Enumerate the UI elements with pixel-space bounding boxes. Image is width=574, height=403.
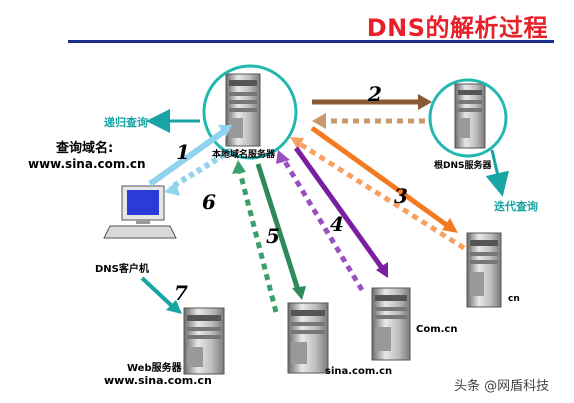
step6-arrowhead bbox=[164, 182, 180, 196]
step7-arrowhead bbox=[166, 300, 182, 314]
comcn-server-icon bbox=[371, 287, 411, 361]
iterative-query-arrow bbox=[485, 149, 510, 197]
step5-return-arrowhead bbox=[232, 160, 246, 174]
root-dns-circle bbox=[428, 78, 508, 158]
sina-server-icon bbox=[287, 302, 329, 374]
step4-arrowhead bbox=[376, 262, 388, 278]
diagram-title: DNS的解析过程 bbox=[366, 14, 548, 42]
web-server-icon bbox=[183, 307, 225, 375]
web-server-label: Web服务器 bbox=[127, 363, 182, 374]
step5-arrow bbox=[255, 163, 301, 291]
step-3-number: 3 bbox=[394, 184, 408, 208]
step1-arrowhead bbox=[218, 125, 232, 137]
dns-client-computer-icon bbox=[103, 185, 177, 239]
step5-return-arrow bbox=[237, 171, 279, 313]
step4-return-arrowhead bbox=[276, 150, 290, 164]
cn-server-icon bbox=[466, 232, 502, 308]
step-5-number: 5 bbox=[266, 224, 280, 248]
query-domain-label: 查询域名: bbox=[56, 141, 114, 156]
step2-arrowhead bbox=[418, 94, 432, 110]
step7-arrow bbox=[140, 276, 174, 308]
local-dns-label: 本地域名服务器 bbox=[212, 150, 276, 160]
query-domain-value: www.sina.com.cn bbox=[28, 157, 146, 171]
step3-arrow bbox=[310, 125, 450, 229]
iterative-query-label: 迭代查询 bbox=[494, 200, 538, 213]
step6-arrow bbox=[168, 147, 234, 191]
root-dns-label: 根DNS服务器 bbox=[434, 161, 492, 171]
comcn-server-label: Com.cn bbox=[416, 324, 458, 335]
sina-server-label: sina.com.cn bbox=[325, 366, 393, 377]
step3-arrowhead bbox=[442, 218, 458, 233]
recursive-query-label: 递归查询 bbox=[104, 116, 148, 129]
step2-return-arrowhead bbox=[312, 113, 326, 129]
dns-client-label: DNS客户机 bbox=[95, 264, 149, 275]
step4-arrow bbox=[293, 146, 385, 270]
step5-arrowhead bbox=[292, 286, 306, 300]
local-dns-circle bbox=[202, 64, 298, 160]
step-1-number: 1 bbox=[176, 140, 190, 164]
step-4-number: 4 bbox=[330, 212, 344, 236]
watermark: 头条 @网盾科技 bbox=[454, 379, 550, 394]
step4-return-arrow bbox=[281, 158, 365, 292]
web-server-domain: www.sina.com.cn bbox=[104, 374, 212, 387]
step-6-number: 6 bbox=[202, 190, 216, 214]
step-7-number: 7 bbox=[174, 281, 188, 305]
step1-arrow bbox=[148, 127, 228, 187]
root-dns-server-icon bbox=[454, 83, 486, 149]
step-2-number: 2 bbox=[368, 82, 382, 106]
step3-return-arrowhead bbox=[290, 137, 304, 150]
local-dns-server-icon bbox=[225, 73, 261, 147]
title-rule bbox=[68, 40, 554, 43]
cn-server-label: cn bbox=[508, 294, 520, 304]
